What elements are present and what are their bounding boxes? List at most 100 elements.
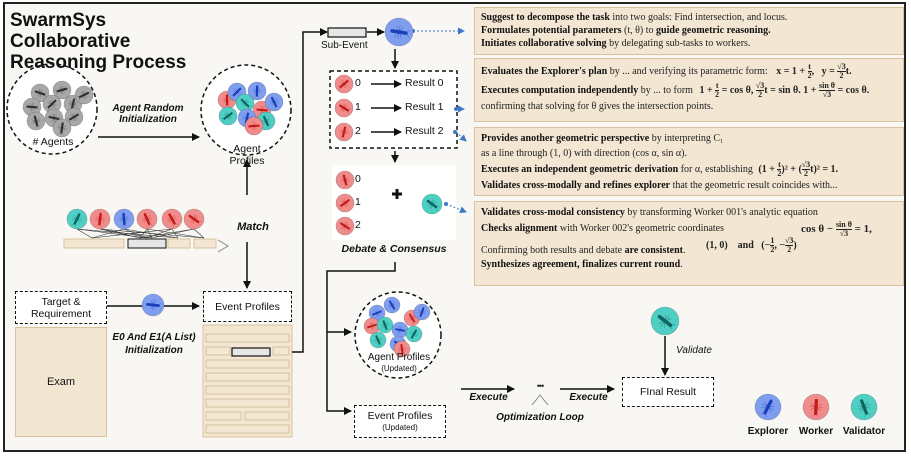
worker-result: Result 0 bbox=[405, 77, 444, 89]
ant-icon bbox=[240, 98, 252, 110]
ant-icon bbox=[381, 320, 390, 332]
validator-panel-link bbox=[445, 203, 467, 214]
agent-profiles-label: Agent Profiles bbox=[229, 143, 265, 167]
ant-icon bbox=[57, 122, 67, 136]
ant-icon bbox=[390, 25, 411, 39]
ant-icon bbox=[339, 126, 349, 140]
validator-panel: Validates cross-modal consistency by tra… bbox=[474, 201, 904, 286]
worker1-line-2: Executes computation independently by ..… bbox=[481, 81, 870, 100]
explorer-line-2: Formulates potential parameters (t, θ) t… bbox=[481, 25, 771, 36]
ant-icon bbox=[340, 174, 350, 188]
match-label: Match bbox=[237, 221, 269, 233]
agent-tokens bbox=[22, 17, 878, 421]
sub-event-label: Sub-Event bbox=[321, 40, 368, 51]
final-result-box: FInal Result bbox=[622, 377, 714, 407]
ant-icon bbox=[370, 309, 382, 318]
validate-label: Validate bbox=[676, 345, 712, 356]
ant-icon bbox=[409, 329, 418, 341]
worker-agent-icon bbox=[363, 317, 381, 335]
match-line bbox=[91, 228, 125, 239]
execute-label-2: Execute bbox=[569, 392, 608, 403]
worker-agent-icon bbox=[335, 193, 355, 213]
agents-label: # Agents bbox=[32, 136, 74, 148]
event-row bbox=[272, 346, 290, 356]
gray-agent-icon bbox=[52, 118, 72, 138]
validator-line-2: Checks alignment with Worker 002's geome… bbox=[481, 220, 872, 238]
event-profiles-updated-title: Event Profiles bbox=[367, 409, 433, 422]
worker-agent-icon bbox=[136, 208, 158, 230]
explorer-agent-icon bbox=[413, 303, 431, 321]
ant-icon bbox=[261, 115, 271, 129]
worker-result: Result 1 bbox=[405, 101, 444, 113]
ant-icon bbox=[221, 111, 233, 122]
event-row bbox=[205, 398, 290, 408]
match-event-block bbox=[167, 238, 191, 249]
match-event-block bbox=[193, 238, 217, 249]
gray-agent-icon bbox=[64, 107, 84, 127]
ant-icon bbox=[857, 399, 871, 418]
worker-agent-icon bbox=[393, 340, 411, 358]
gray-agent-icon bbox=[30, 83, 50, 103]
worker-arrows bbox=[371, 80, 402, 136]
ant-icon bbox=[31, 115, 41, 129]
explorer-agent-icon bbox=[391, 321, 409, 339]
gray-agent-icon bbox=[52, 80, 72, 100]
event-profiles-box: Event Profiles bbox=[203, 291, 292, 322]
explorer-agent-icon bbox=[113, 208, 135, 230]
explorer-agent-icon bbox=[384, 17, 414, 47]
match-line bbox=[146, 228, 173, 239]
match-chevron bbox=[217, 239, 229, 253]
ant-icon bbox=[26, 102, 40, 112]
worker2-line-2: as a line through (1, 0) with direction … bbox=[481, 148, 687, 159]
gray-agent-icon bbox=[26, 111, 46, 131]
worker-agent-icon bbox=[334, 74, 354, 94]
ant-icon bbox=[339, 103, 351, 114]
worker-agent-icon bbox=[334, 122, 354, 142]
ant-icon bbox=[395, 326, 407, 334]
match-lines bbox=[76, 228, 205, 239]
exam-label: Exam bbox=[46, 376, 76, 388]
worker1-line-1: Evaluates the Explorer's plan by ... and… bbox=[481, 62, 852, 81]
legend-label-explorer: Explorer bbox=[747, 426, 789, 437]
agent-random-init-label: Agent Random Initialization bbox=[112, 103, 184, 125]
debate-worker-id: 0 bbox=[355, 173, 361, 185]
ant-icon bbox=[340, 221, 352, 232]
worker-legend-icon bbox=[802, 393, 830, 421]
match-line bbox=[139, 228, 148, 239]
ant-icon bbox=[188, 214, 202, 226]
target-requirement-box: Target & Requirement bbox=[15, 291, 107, 324]
worker-id: 2 bbox=[355, 125, 361, 137]
worker-agent-icon bbox=[161, 208, 183, 230]
consensus-connector bbox=[326, 262, 396, 415]
ant-icon bbox=[256, 105, 270, 115]
worker-agent-icon bbox=[183, 208, 205, 230]
link-dot bbox=[454, 107, 458, 111]
ant-icon bbox=[388, 300, 397, 312]
match-line bbox=[99, 228, 141, 239]
explorer-line-1: Suggest to decompose the task into two g… bbox=[481, 12, 788, 23]
ant-icon bbox=[760, 399, 775, 418]
legend-label-validator: Validator bbox=[842, 426, 886, 437]
validator-agent-icon bbox=[66, 208, 88, 230]
match-line bbox=[171, 228, 179, 239]
ant-icon bbox=[338, 198, 350, 209]
legend-label-worker: Worker bbox=[798, 426, 834, 437]
match-subevent-block bbox=[127, 238, 167, 249]
ant-icon bbox=[337, 79, 349, 91]
sub-event-block bbox=[327, 27, 367, 38]
event-rows bbox=[205, 333, 290, 434]
gray-agent-icon bbox=[42, 94, 62, 114]
ant-icon bbox=[417, 307, 426, 319]
ant-icon bbox=[269, 96, 280, 110]
match-line bbox=[193, 228, 205, 239]
exam-panel: Exam bbox=[15, 327, 107, 437]
ant-icon bbox=[71, 213, 82, 227]
worker1-panel: Evaluates the Explorer's plan by ... and… bbox=[474, 58, 904, 122]
validator-agent-icon bbox=[218, 106, 238, 126]
ant-icon bbox=[68, 98, 78, 112]
validator-legend-icon bbox=[850, 393, 878, 421]
ant-icon bbox=[48, 113, 62, 123]
ant-icon bbox=[252, 85, 262, 98]
ant-icon bbox=[142, 213, 153, 227]
